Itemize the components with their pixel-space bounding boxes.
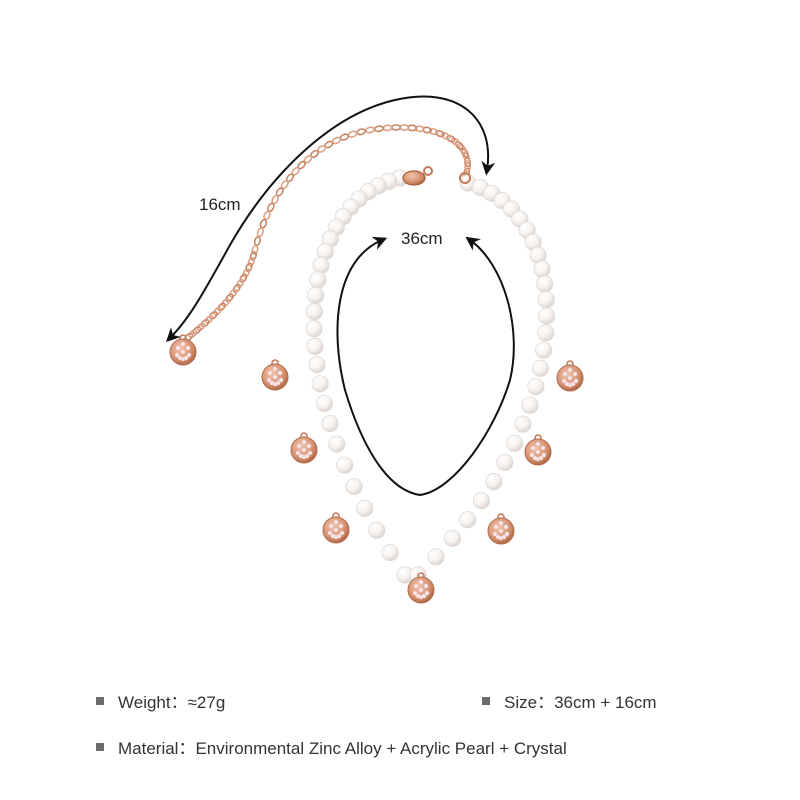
chain-link [391, 124, 402, 131]
pearl-bead [336, 456, 354, 474]
crystal-charm [556, 360, 584, 392]
pearl-bead [328, 435, 346, 453]
pearl-bead [345, 477, 363, 496]
extension-length-arrow [166, 95, 496, 342]
pearl-bead [307, 286, 325, 304]
pearl-bead [535, 341, 553, 359]
chain-link [249, 251, 257, 261]
spec-material-text: Material：Environmental Zinc Alloy + Acry… [118, 739, 567, 758]
chain-link [435, 130, 445, 138]
pearl-bead [443, 529, 462, 548]
pearl-bead [537, 324, 555, 342]
crystal-charm [322, 512, 350, 544]
chain-link [356, 128, 367, 136]
spec-size-text: Size：36cm + 16cm [504, 693, 657, 712]
bullet-icon [96, 696, 104, 705]
bullet-icon [482, 696, 490, 705]
chain-link [446, 134, 456, 143]
necklace-length-label: 36cm [401, 229, 443, 248]
chain-link [414, 125, 425, 133]
pearl-bead [381, 543, 399, 562]
bullet-icon [96, 742, 104, 751]
chain-link [382, 124, 393, 132]
chain-link [461, 148, 469, 158]
chain-link [253, 236, 261, 246]
pearl-bead [427, 548, 445, 566]
pearl-bead [485, 473, 503, 491]
chain-link [256, 227, 264, 238]
pearl-bead [537, 291, 555, 309]
pearl-bead [505, 434, 524, 452]
chain-link [422, 126, 432, 134]
pearl-bead [459, 511, 477, 529]
pearl-bead [356, 499, 374, 517]
pearl-bead [311, 375, 329, 393]
crystal-charm [169, 334, 197, 366]
chain-link [450, 137, 460, 146]
pearl-bead [309, 271, 327, 289]
chain-link [259, 218, 268, 229]
crystal-charm [290, 432, 318, 464]
pearl-bead [537, 307, 556, 325]
crystal-charm [407, 572, 435, 604]
pearl-bead [368, 521, 386, 539]
crystal-charms [169, 334, 584, 604]
pearl-bead [496, 453, 514, 472]
pearl-bead [531, 359, 550, 377]
crystal-charm [261, 359, 289, 391]
spec-weight-text: Weight：≈27g [118, 693, 226, 712]
chain-link [440, 132, 451, 140]
pearl-bead [536, 275, 554, 293]
spec-weight: Weight：≈27g [96, 688, 225, 713]
spec-size: Size：36cm + 16cm [482, 688, 657, 713]
pearl-bead [306, 337, 324, 355]
pearl-bead [308, 356, 326, 374]
crystal-charm [487, 513, 515, 545]
chain-link [458, 144, 467, 154]
pearl-bead [533, 260, 551, 278]
spec-material: Material：Environmental Zinc Alloy + Acry… [96, 734, 567, 759]
pearl-bead [514, 415, 532, 433]
pearl-bead [527, 378, 545, 396]
pearl-bead [315, 394, 334, 413]
chain-link [365, 126, 375, 134]
pearl-bead [312, 256, 330, 274]
chain-link [454, 140, 464, 150]
necklace-length-arrow [336, 236, 515, 497]
chain-link [428, 128, 439, 136]
pearl-bead [521, 396, 539, 414]
chain-link [373, 125, 384, 133]
pearl-bead [472, 492, 491, 510]
pearl-bead [305, 303, 323, 321]
pearl-bead [305, 320, 323, 338]
pearl-bead [321, 414, 339, 433]
crystal-charm [524, 434, 552, 466]
extension-length-label: 16cm [199, 195, 241, 214]
